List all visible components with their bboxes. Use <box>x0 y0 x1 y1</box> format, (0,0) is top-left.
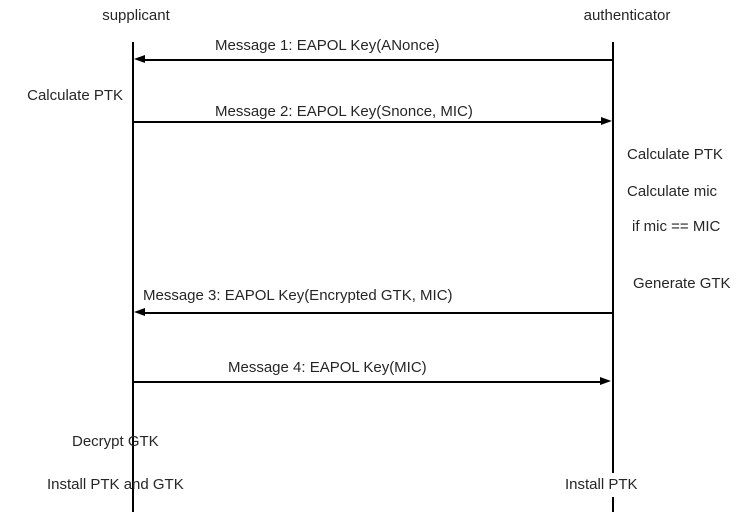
message-3-line <box>144 312 613 314</box>
note-authenticator-if-mic: if mic == MIC <box>632 218 721 235</box>
actor-label-supplicant: supplicant <box>102 7 170 24</box>
message-4-label: Message 4: EAPOL Key(MIC) <box>228 359 427 376</box>
arrowhead-right-icon <box>600 377 611 385</box>
message-1-line <box>144 59 613 61</box>
actor-label-authenticator: authenticator <box>583 7 671 24</box>
message-3-label: Message 3: EAPOL Key(Encrypted GTK, MIC) <box>143 287 453 304</box>
note-supplicant-calculate-ptk: Calculate PTK <box>27 87 123 104</box>
message-2-label: Message 2: EAPOL Key(Snonce, MIC) <box>215 103 473 120</box>
message-4-line <box>133 381 601 383</box>
note-supplicant-install-ptk-gtk: Install PTK and GTK <box>47 476 184 493</box>
note-authenticator-install-ptk: Install PTK <box>565 476 638 493</box>
arrowhead-left-icon <box>134 55 145 63</box>
arrowhead-right-icon <box>601 117 612 125</box>
lifeline-authenticator-lower <box>612 497 614 512</box>
arrowhead-left-icon <box>134 308 145 316</box>
message-2-line <box>133 121 602 123</box>
note-supplicant-decrypt-gtk: Decrypt GTK <box>72 433 159 450</box>
message-1-label: Message 1: EAPOL Key(ANonce) <box>215 37 440 54</box>
note-authenticator-calculate-ptk: Calculate PTK <box>627 146 723 163</box>
note-authenticator-generate-gtk: Generate GTK <box>633 275 731 292</box>
lifeline-supplicant <box>132 42 134 512</box>
lifeline-authenticator-upper <box>612 42 614 473</box>
note-authenticator-calculate-mic: Calculate mic <box>627 183 718 200</box>
